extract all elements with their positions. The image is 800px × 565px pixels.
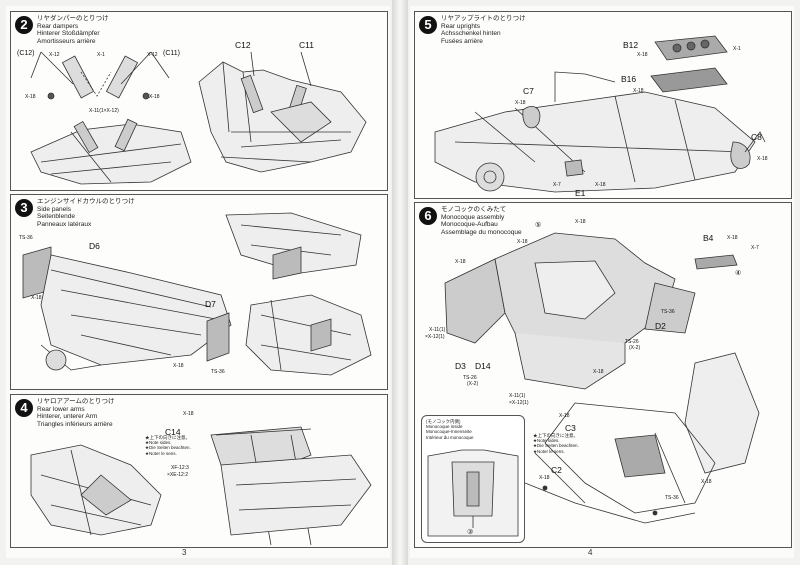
page-number-right: 4 [588, 548, 593, 557]
part-label: X-11(1) [429, 327, 446, 333]
step-5-panel: 5 リヤアップライトのとりつけ Rear uprights Achsschenk… [414, 11, 792, 199]
part-label: X-18 [173, 363, 184, 369]
part-label: X-18 [149, 94, 160, 100]
part-label: D3 [455, 361, 466, 371]
part-label: X-18 [31, 295, 42, 301]
part-label: X-18 [515, 100, 526, 106]
part-label: X-1 [733, 46, 741, 52]
part-label: B12 [623, 40, 639, 50]
rear-uprights-illustration [434, 35, 766, 193]
page-number-left: 3 [182, 548, 187, 557]
part-label: XF-12:3 [171, 465, 189, 471]
part-label: X-18 [559, 413, 570, 419]
part-label: C8 [751, 132, 762, 142]
step-3-title: エンジンサイドカウルのとりつけ Side panels Seitenblende… [37, 198, 135, 228]
step-number-5: 5 [419, 16, 437, 34]
step-number-2: 2 [15, 16, 33, 34]
step-number-6: 6 [419, 207, 437, 225]
step-number-3: 3 [15, 199, 33, 217]
step-6-note: ★上下の向きに注意。 ★Note sides. ★Die Seiten beac… [533, 433, 579, 454]
monocoque-inside-inset: (モノコック内側) Monocoque inside Monocoque-Inn… [421, 415, 525, 543]
part-label: TS-36 [661, 309, 675, 315]
step-5-title: リヤアップライトのとりつけ Rear uprights Achsschenkel… [441, 15, 526, 45]
part-label: C14 [165, 427, 181, 437]
part-label: C2 [551, 465, 562, 475]
book-gutter [392, 0, 408, 565]
part-label: X-18 [757, 156, 768, 162]
left-page: 2 リヤダンパーのとりつけ Rear dampers Hinterer Stoß… [6, 6, 390, 558]
part-label: X-18 [517, 239, 528, 245]
part-label: TS-26 [463, 375, 477, 381]
part-label: C12 [235, 40, 251, 50]
step-number-4: 4 [15, 399, 33, 417]
right-page: 5 リヤアップライトのとりつけ Rear uprights Achsschenk… [410, 6, 794, 558]
part-label: D7 [205, 299, 216, 309]
part-label: D2 [655, 321, 666, 331]
part-label: X-12 [49, 52, 60, 58]
part-label: ×X-12(1) [425, 334, 445, 340]
part-label: E1 [575, 188, 586, 198]
part-label: X-18 [637, 52, 648, 58]
part-label: (C12) [17, 50, 35, 57]
part-label: ④ [735, 270, 742, 277]
step-4-title: リヤロアアームのとりつけ Rear lower arms Hinterer, u… [37, 398, 115, 428]
part-label: X-18 [593, 369, 604, 375]
part-label: B4 [703, 233, 714, 243]
step-3-panel: 3 エンジンサイドカウルのとりつけ Side panels Seitenblen… [10, 194, 388, 390]
part-label: TS-36 [211, 369, 225, 375]
step-2-panel: 2 リヤダンパーのとりつけ Rear dampers Hinterer Stoß… [10, 11, 388, 191]
part-label: X-18 [633, 88, 644, 94]
part-label: (X-2) [467, 381, 479, 387]
part-label: C7 [523, 86, 534, 96]
step-2-title: リヤダンパーのとりつけ Rear dampers Hinterer Stoßdä… [37, 15, 109, 45]
rear-dampers-illustration [30, 51, 367, 185]
part-label: X-12 [147, 52, 158, 58]
part-label: X-18 [539, 475, 550, 481]
part-label: X-11(1) [509, 393, 526, 399]
inset-title: (モノコック内側) Monocoque inside Monocoque-Inn… [426, 419, 474, 440]
part-label: (X-2) [629, 345, 641, 351]
part-label: C11 [299, 40, 314, 50]
part-label: ③ [467, 529, 474, 536]
part-label: D14 [475, 361, 491, 371]
part-label: X-18 [701, 479, 712, 485]
part-label: X-7 [751, 245, 759, 251]
part-label: ×XE-12:2 [167, 472, 188, 478]
part-label: (C11) [163, 50, 180, 57]
part-label: B16 [621, 74, 637, 84]
part-label: ⑤ [535, 222, 542, 229]
part-label: X-11(1×X-12) [89, 108, 119, 114]
side-panels-illustration [22, 212, 372, 376]
part-label: D6 [89, 241, 100, 251]
monocoque-assembly-illustration [444, 232, 760, 524]
part-label: ×X-12(1) [509, 400, 529, 406]
part-label: TS-36 [665, 495, 679, 501]
part-label: X-7 [553, 182, 561, 188]
part-label: X-18 [595, 182, 606, 188]
step-4-note: ★上下の向きに注意。 ★Note sides. ★Die Seiten beac… [145, 435, 191, 456]
part-label: TS-36 [19, 235, 33, 241]
step-6-panel: (モノコック内側) Monocoque inside Monocoque-Inn… [414, 202, 792, 548]
part-label: C3 [565, 423, 576, 433]
part-label: TS-26 [625, 339, 639, 345]
rear-lower-arms-illustration [30, 426, 372, 546]
part-label: X-1 [97, 52, 105, 58]
step-4-panel: 4 リヤロアアームのとりつけ Rear lower arms Hinterer,… [10, 394, 388, 548]
part-label: X-18 [455, 259, 466, 265]
part-label: X-18 [25, 94, 36, 100]
part-label: X-18 [727, 235, 738, 241]
monocoque-inside-illustration [427, 449, 519, 537]
part-label: X-18 [575, 219, 586, 225]
step-6-title: モノコックのくみたて Monocoque assembly Monocoque-… [441, 206, 522, 236]
part-label: X-18 [183, 411, 194, 417]
